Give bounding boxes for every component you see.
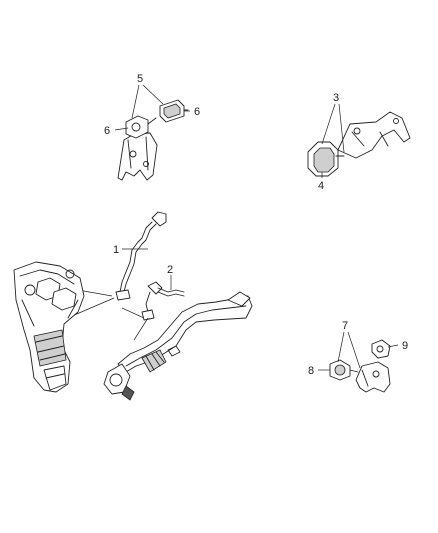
callout-8: 8 <box>308 365 314 377</box>
leaders-5-6 <box>114 84 190 131</box>
callout-3: 3 <box>333 92 339 104</box>
exhaust-manifold-catalyst <box>13 261 85 393</box>
bracket-sensor-assembly-top-left <box>117 99 189 181</box>
reference-line-b <box>77 289 113 297</box>
callout-7: 7 <box>342 320 348 332</box>
callout-2: 2 <box>167 264 173 276</box>
exhaust-pipe <box>103 291 253 401</box>
callout-1: 1 <box>113 244 119 256</box>
bracket-sensor-assembly-top-right <box>307 111 411 177</box>
leaders-3-4 <box>321 103 345 178</box>
oxygen-sensor-2 <box>141 281 185 321</box>
callout-5: 5 <box>137 73 143 85</box>
reference-line-c <box>121 307 145 319</box>
callout-6-right: 6 <box>194 106 200 118</box>
callout-6-left: 6 <box>104 125 110 137</box>
bracket-sensor-assembly-bottom-right <box>329 339 391 393</box>
leaders-7-8-9 <box>318 331 399 371</box>
reference-line-d <box>133 317 149 341</box>
callout-4: 4 <box>318 180 324 192</box>
callout-9: 9 <box>402 340 408 352</box>
